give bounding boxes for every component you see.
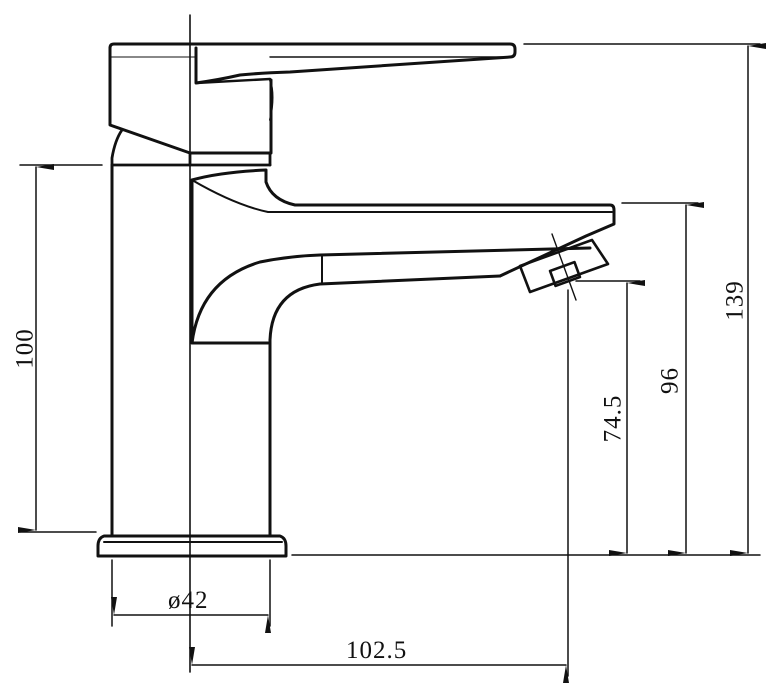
extension-lines (19, 43, 761, 677)
tap-body (110, 163, 616, 537)
dimension-label-base-diameter: ø42 (168, 587, 209, 614)
aerator (518, 233, 610, 301)
tap-base (96, 534, 288, 558)
handle-collar (110, 128, 272, 167)
dimension-label-overall-height: 139 (721, 280, 749, 321)
lever-handle (108, 42, 517, 155)
dimension-label-spout-reach: 102.5 (346, 637, 408, 664)
dimension-label-outlet-height: 74.5 (599, 394, 627, 443)
dimension-label-body-height: 100 (11, 328, 39, 369)
dimension-label-spout-height: 96 (656, 367, 684, 394)
dimension-lines (18, 43, 766, 683)
